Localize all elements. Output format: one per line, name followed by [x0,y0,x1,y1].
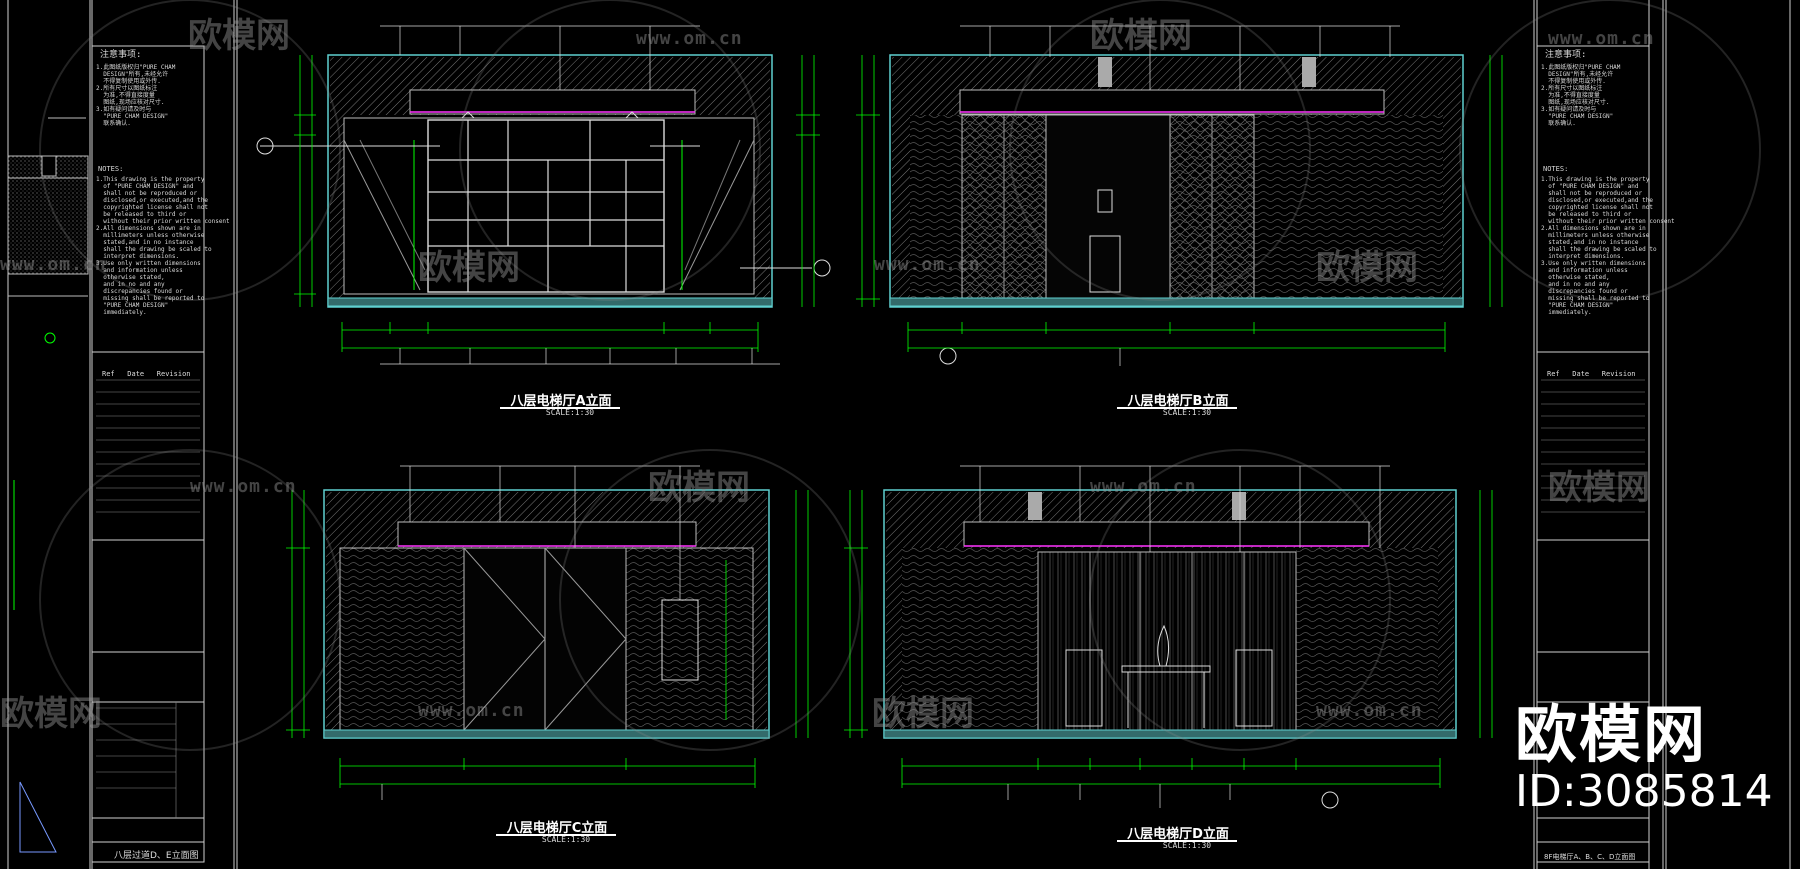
watermark-brand: 欧模网 [1090,16,1192,56]
brand-logo-text: 欧模网 [1515,698,1708,771]
elevation-c-scale: SCALE:1:30 [541,835,591,844]
elevation-b-drawing [889,54,1464,365]
notes-body-cn-right: 1.此图纸版权归"PURE CHAM DESIGN"所有,未经允许 不得复制使用… [1541,64,1621,127]
sheet-name-left: 八层过道D、E立面图 [114,851,199,861]
watermark-url: www.om.cn [1548,28,1655,49]
notes-heading-en-left: NOTES: [98,165,124,173]
elevation-c-dimensions [286,490,809,788]
elevation-b-leaders [960,25,1400,366]
watermark-url: www.om.cn [0,254,107,275]
watermark-brand: 欧模网 [188,16,290,56]
elevation-d-title: 八层电梯厅D立面 [1127,827,1229,842]
elevation-d-drawing [883,489,1457,809]
elevation-a-title: 八层电梯厅A立面 [510,394,612,409]
revision-header-left: Ref Date Revision [102,370,191,378]
notes-body-en-right: 1.This drawing is the property of "PURE … [1541,176,1675,316]
elevation-c-leaders [381,465,700,800]
watermark-url: www.om.cn [190,476,297,497]
watermark-rings [39,0,1761,751]
elevation-b-scale: SCALE:1:30 [1162,408,1212,417]
elevation-b-title-underline [1117,407,1237,409]
revision-rows [96,379,1645,818]
revision-header-right: Ref Date Revision [1547,370,1636,378]
notes-body-cn-left: 1.此图纸版权归"PURE CHAM DESIGN"所有,未经允许 不得复制使用… [96,64,176,127]
elevation-a-scale: SCALE:1:30 [545,408,595,417]
watermark-url: www.om.cn [1090,476,1197,497]
elevation-c-title: 八层电梯厅C立面 [506,821,608,836]
brand-id-label: ID:3085814 [1515,766,1773,817]
notes-heading-cn-right: 注意事项: [1545,50,1587,60]
elevation-b-dimensions [856,55,1503,352]
watermark-brand: 欧模网 [1316,248,1418,288]
elevation-d-scale: SCALE:1:30 [1162,841,1212,850]
elevation-c-drawing [323,489,770,739]
watermark-brand: 欧模网 [418,248,520,288]
notes-heading-cn-left: 注意事项: [100,50,142,60]
sheet-name-right: 8F电梯厅A、B、C、D立面图 [1544,853,1636,861]
elevation-d-title-underline [1117,840,1237,842]
elevation-a-leaders [380,25,780,365]
watermark-brand: 欧模网 [0,694,102,734]
elevation-b-title: 八层电梯厅B立面 [1127,394,1229,409]
watermark-url: www.om.cn [1316,700,1423,721]
watermark-brand: 欧模网 [1548,468,1650,508]
elevation-d-dimensions [844,490,1493,788]
watermark-url: www.om.cn [874,254,981,275]
watermark-url: www.om.cn [636,28,743,49]
elevation-d-leaders [960,465,1390,808]
elevation-a-dimensions [294,55,820,352]
partial-section-left [7,117,89,853]
notes-heading-en-right: NOTES: [1543,165,1569,173]
elevation-a-title-underline [500,407,620,409]
sheet-frame-left [7,0,238,869]
watermark-brand: 欧模网 [648,468,750,508]
watermark-url: www.om.cn [418,700,525,721]
elevation-c-title-underline [496,834,616,836]
notes-body-en-left: 1.This drawing is the property of "PURE … [96,176,230,316]
watermark-brand: 欧模网 [872,694,974,734]
sheet-frame-right [1533,0,1791,869]
elevation-a-drawing [256,54,831,308]
